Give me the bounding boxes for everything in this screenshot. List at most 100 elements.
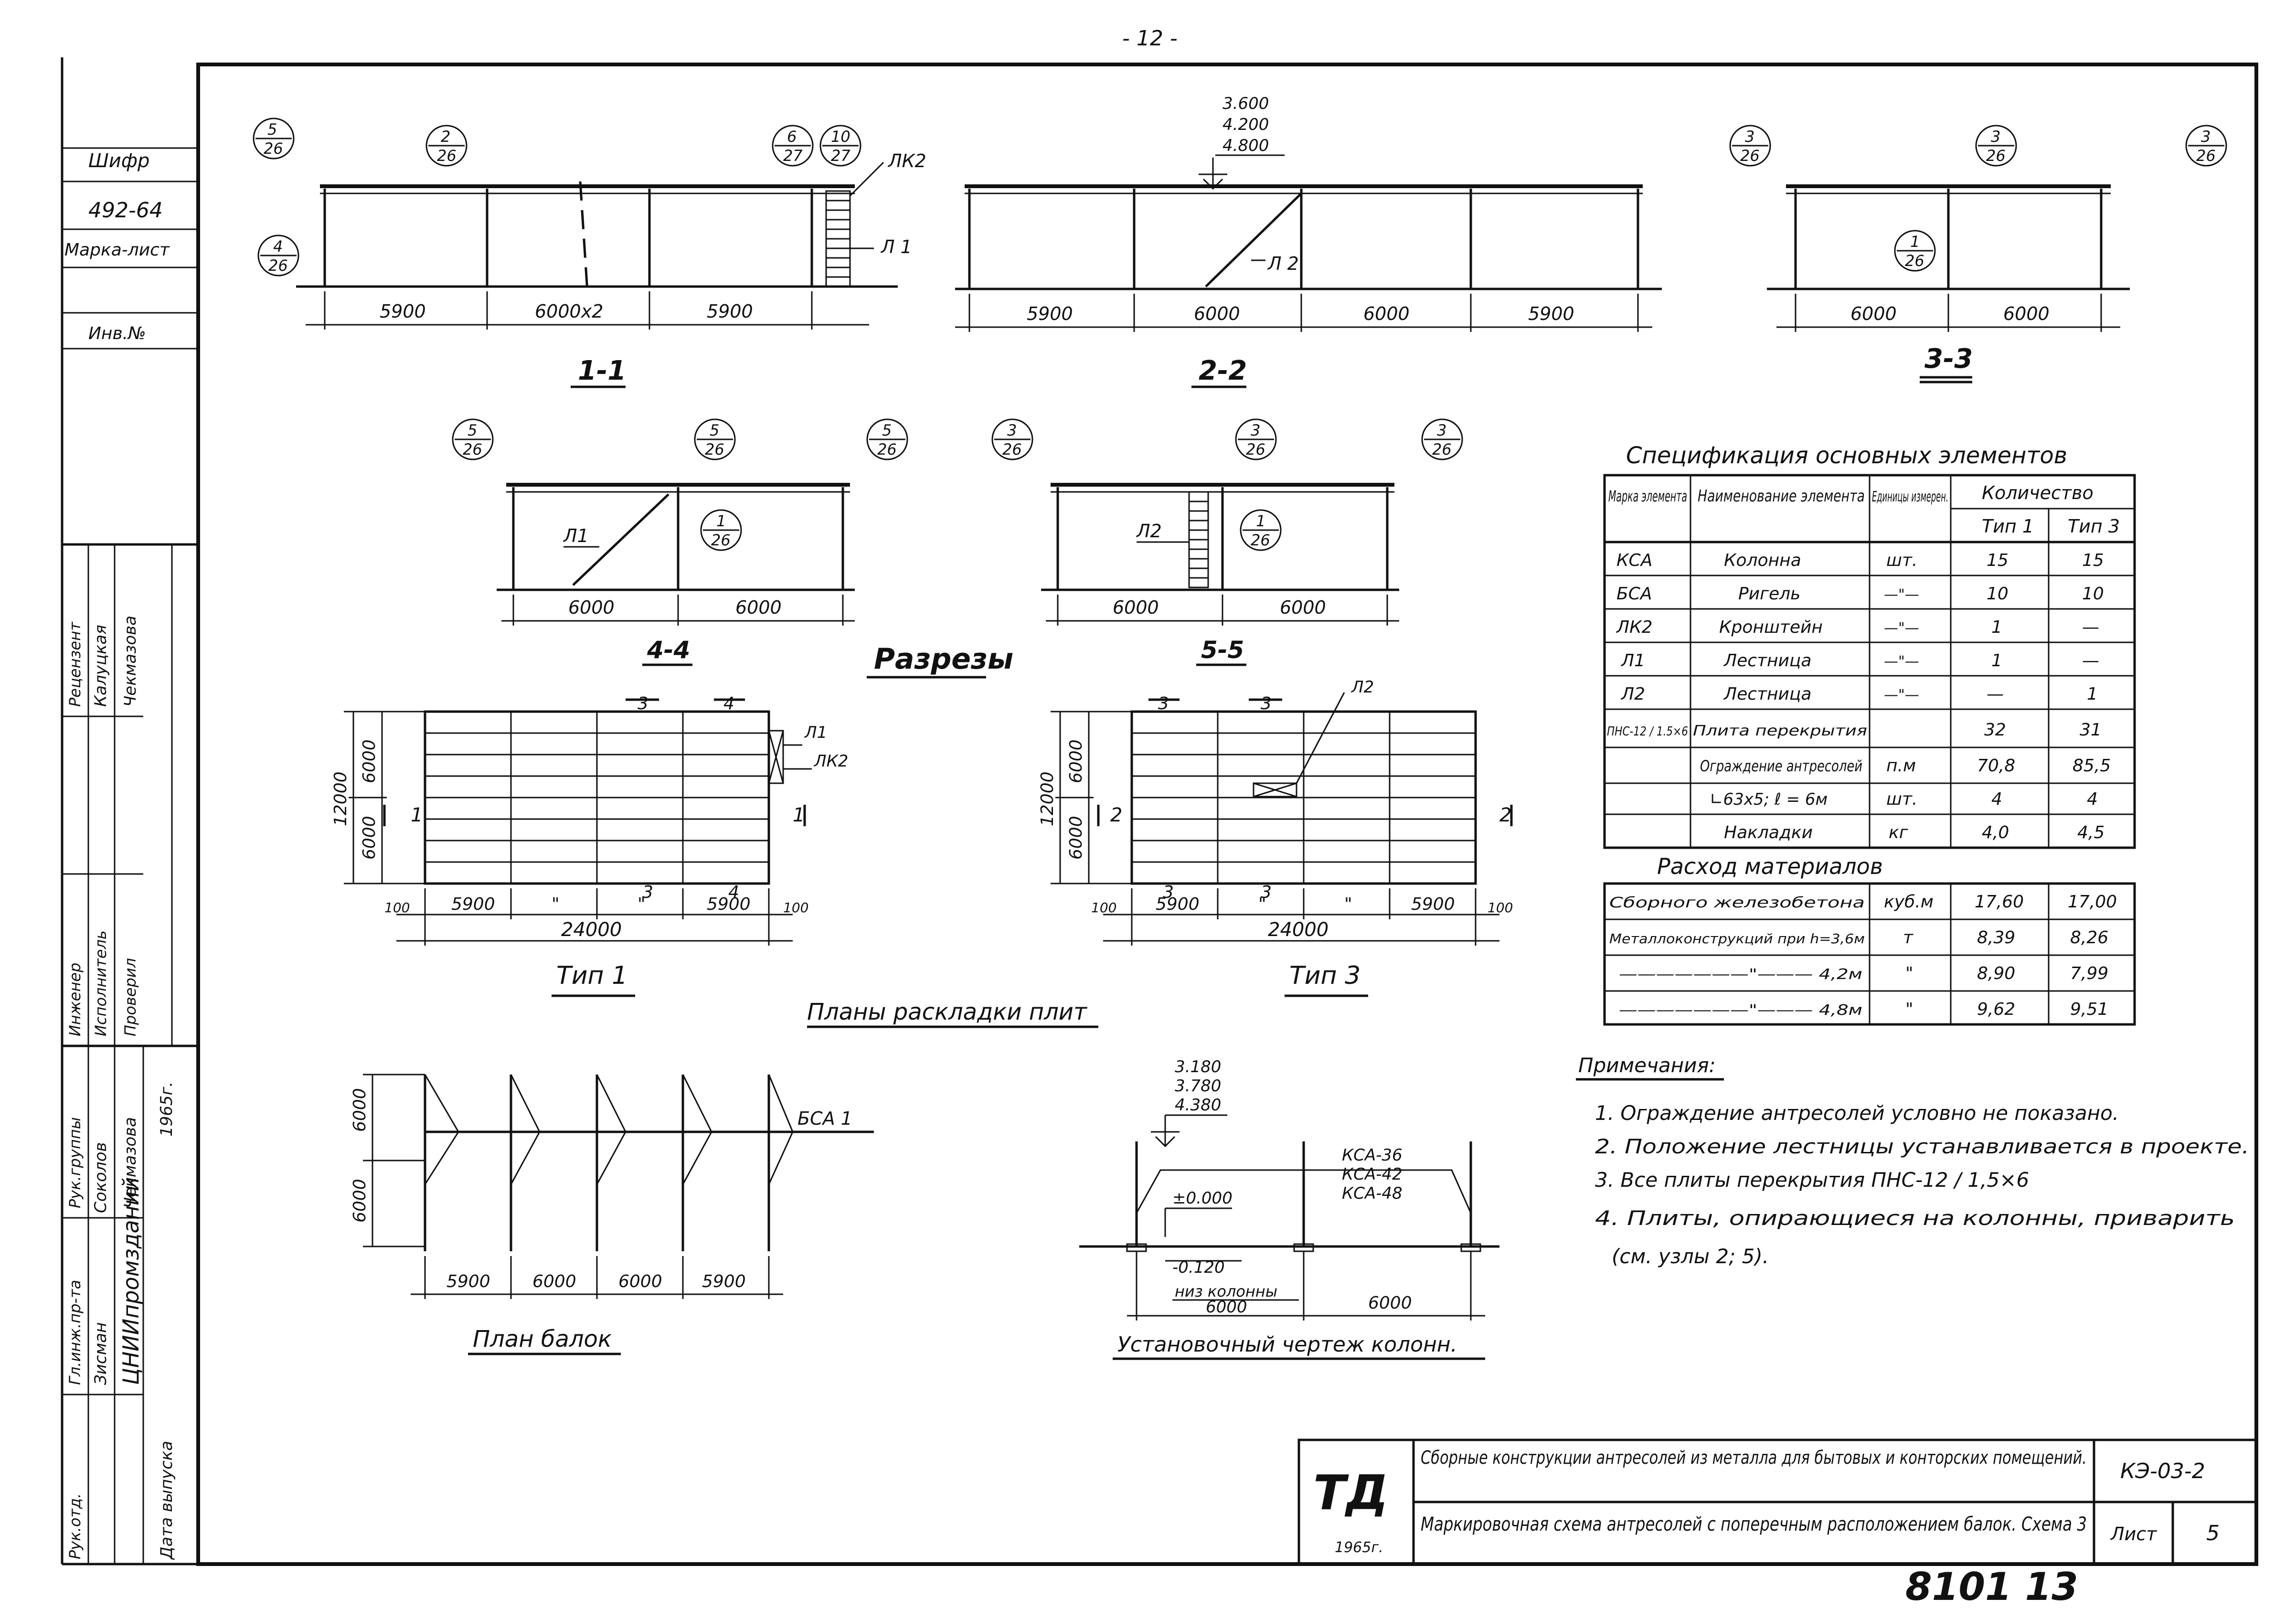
- s1-node-ref-1: 5 26: [253, 117, 295, 160]
- s3-label: 3-3: [1924, 343, 1973, 374]
- svg-text:26: 26: [2196, 147, 2216, 165]
- s5-node-ref-1: 3 26: [991, 418, 1033, 460]
- spec-r6-t3: 31: [2080, 720, 2102, 740]
- svg-text:3: 3: [2201, 128, 2211, 146]
- stamp-year: 1965г.: [157, 1082, 176, 1137]
- svg-text:5: 5: [882, 421, 892, 439]
- t3-dim-1: 5900: [1156, 895, 1200, 914]
- s4-tag-l1: Л1: [563, 525, 589, 546]
- spec-r5-name: Лестница: [1723, 684, 1811, 704]
- t1-cut-1-right: 1: [793, 804, 805, 826]
- s5-label: 5-5: [1201, 636, 1244, 664]
- t1-label: Тип 1: [556, 961, 627, 990]
- s3-dim-2: 6000: [2003, 303, 2050, 324]
- svg-text:26: 26: [437, 147, 457, 165]
- spec-r3-name: Кронштейн: [1719, 618, 1823, 637]
- s4-node-ref-1: 5 26: [452, 418, 494, 460]
- s2-dim-2: 6000: [1194, 303, 1240, 324]
- s5-node-ref-2: 3 26: [1235, 418, 1277, 460]
- spec-r7-unit: п.м: [1886, 756, 1916, 776]
- t3-half-1: 6000: [1066, 739, 1086, 783]
- spec-r1-t3: 15: [2082, 551, 2104, 570]
- svg-text:26: 26: [1740, 147, 1760, 165]
- svg-text:5: 5: [710, 421, 719, 439]
- svg-text:2: 2: [441, 128, 450, 146]
- marka-label: Марка-лист: [64, 240, 170, 260]
- sections-heading: Разрезы: [874, 642, 1013, 676]
- name-chekmazova: Чекмазова: [121, 1117, 140, 1208]
- t3-dim-2: ": [1258, 895, 1266, 914]
- svg-text:26: 26: [705, 440, 724, 458]
- name-kalutskaya: Калуцкая: [91, 625, 110, 707]
- s4-node-ref-4: 1 26: [700, 509, 742, 551]
- s4-node-ref-2: 5 26: [694, 418, 736, 460]
- archive-number: 8101 13: [1905, 1565, 2078, 1609]
- role-chief: Гл.инж.пр-та: [66, 1280, 84, 1385]
- t1-half-2: 6000: [360, 816, 379, 860]
- s3-node-ref-2: 3 26: [1975, 125, 2017, 167]
- spec-r9-t1: 4,0: [1982, 823, 2009, 842]
- mat-r2-t3: 8,26: [2070, 928, 2108, 948]
- svg-text:27: 27: [783, 147, 803, 165]
- beam-tag: БСА 1: [797, 1108, 852, 1129]
- role-checker: Проверил: [121, 958, 139, 1036]
- mat-r4-unit: ": [1905, 1000, 1913, 1019]
- mat-r1-t3: 17,00: [2068, 892, 2117, 912]
- spec-r1-unit: шт.: [1886, 551, 1917, 570]
- role-executor: Исполнитель: [92, 930, 110, 1036]
- spec-r3-t3: —: [2082, 618, 2099, 637]
- t1-cut-4-bottom: 4: [728, 883, 739, 902]
- s4-dim-2: 6000: [735, 597, 782, 618]
- left-stamp: Шифр 492-64 Марка-лист Инв.№ Рук.отд. Гл…: [61, 57, 198, 1566]
- mat-r1-unit: куб.м: [1884, 892, 1934, 912]
- svg-text:26: 26: [1432, 440, 1452, 458]
- title-block: ТД 1965г. Сборные конструкции антресолей…: [1297, 1438, 2258, 1566]
- beam-height-1: 6000: [350, 1088, 370, 1132]
- svg-text:5: 5: [267, 120, 277, 138]
- svg-text:26: 26: [1905, 252, 1924, 270]
- s1-node-ref-2: 2 26: [425, 125, 468, 167]
- section-1-1: 5900 6000х2 5900 1-1 ЛК2 Л 1 5 26 2 26 6…: [253, 117, 926, 388]
- note-4-ref: (см. узлы 2; 5).: [1612, 1245, 1769, 1268]
- spec-r8-name: ∟63х5; ℓ = 6м: [1710, 790, 1828, 809]
- main-frame: [196, 63, 2258, 1566]
- col-elev-1: 3.180: [1175, 1057, 1221, 1076]
- spec-r4-name: Лестница: [1723, 651, 1811, 671]
- spec-r2-name: Ригель: [1738, 584, 1800, 604]
- s1-tag-lk2: ЛК2: [887, 150, 926, 171]
- role-head: Рук.отд.: [66, 1493, 84, 1559]
- s2-tag-l2: Л 2: [1267, 253, 1299, 274]
- name-sokolov-visible: Соколов: [91, 1142, 110, 1213]
- svg-text:26: 26: [1986, 147, 2006, 165]
- spec-h-t3: Тип 3: [2068, 516, 2120, 537]
- spec-r7-t3: 85,5: [2073, 756, 2111, 776]
- t1-cut-4-top: 4: [723, 694, 734, 714]
- mat-r2-t1: 8,39: [1977, 928, 2015, 948]
- spec-r1-mark: КСА: [1616, 551, 1652, 570]
- t1-dim-2: ": [552, 895, 560, 914]
- beam-dim-2: 6000: [532, 1272, 576, 1291]
- mat-r4-t1: 9,62: [1977, 1000, 2015, 1019]
- svg-text:3: 3: [1745, 128, 1754, 146]
- s2-dim-1: 5900: [1027, 303, 1073, 324]
- role-group: Рук.группы: [66, 1117, 84, 1208]
- spec-h-t1: Тип 1: [1982, 516, 2034, 537]
- t3-tag-l2: Л2: [1350, 678, 1374, 697]
- s2-dim-4: 5900: [1528, 303, 1574, 324]
- svg-text:10: 10: [831, 128, 850, 146]
- name-zisman: Зисман: [91, 1322, 110, 1385]
- spec-r2-unit: —"—: [1884, 586, 1919, 603]
- t3-cut-3-bottom-l: 3: [1163, 883, 1174, 902]
- spec-r6-mark: ПНС-12 / 1.5×6: [1607, 724, 1688, 739]
- col-bottom-note: низ колонны: [1175, 1282, 1277, 1300]
- col-zero: ±0.000: [1172, 1189, 1233, 1208]
- svg-text:1: 1: [716, 512, 726, 530]
- beam-dim-4: 5900: [702, 1272, 746, 1291]
- spec-r5-unit: —"—: [1884, 687, 1919, 703]
- shifr-label: Шифр: [88, 150, 149, 172]
- plans-heading: Планы раскладки плит: [807, 999, 1088, 1025]
- col-dim-2: 6000: [1368, 1293, 1412, 1313]
- role-reviewer: Рецензент: [66, 621, 84, 707]
- svg-text:26: 26: [268, 256, 288, 275]
